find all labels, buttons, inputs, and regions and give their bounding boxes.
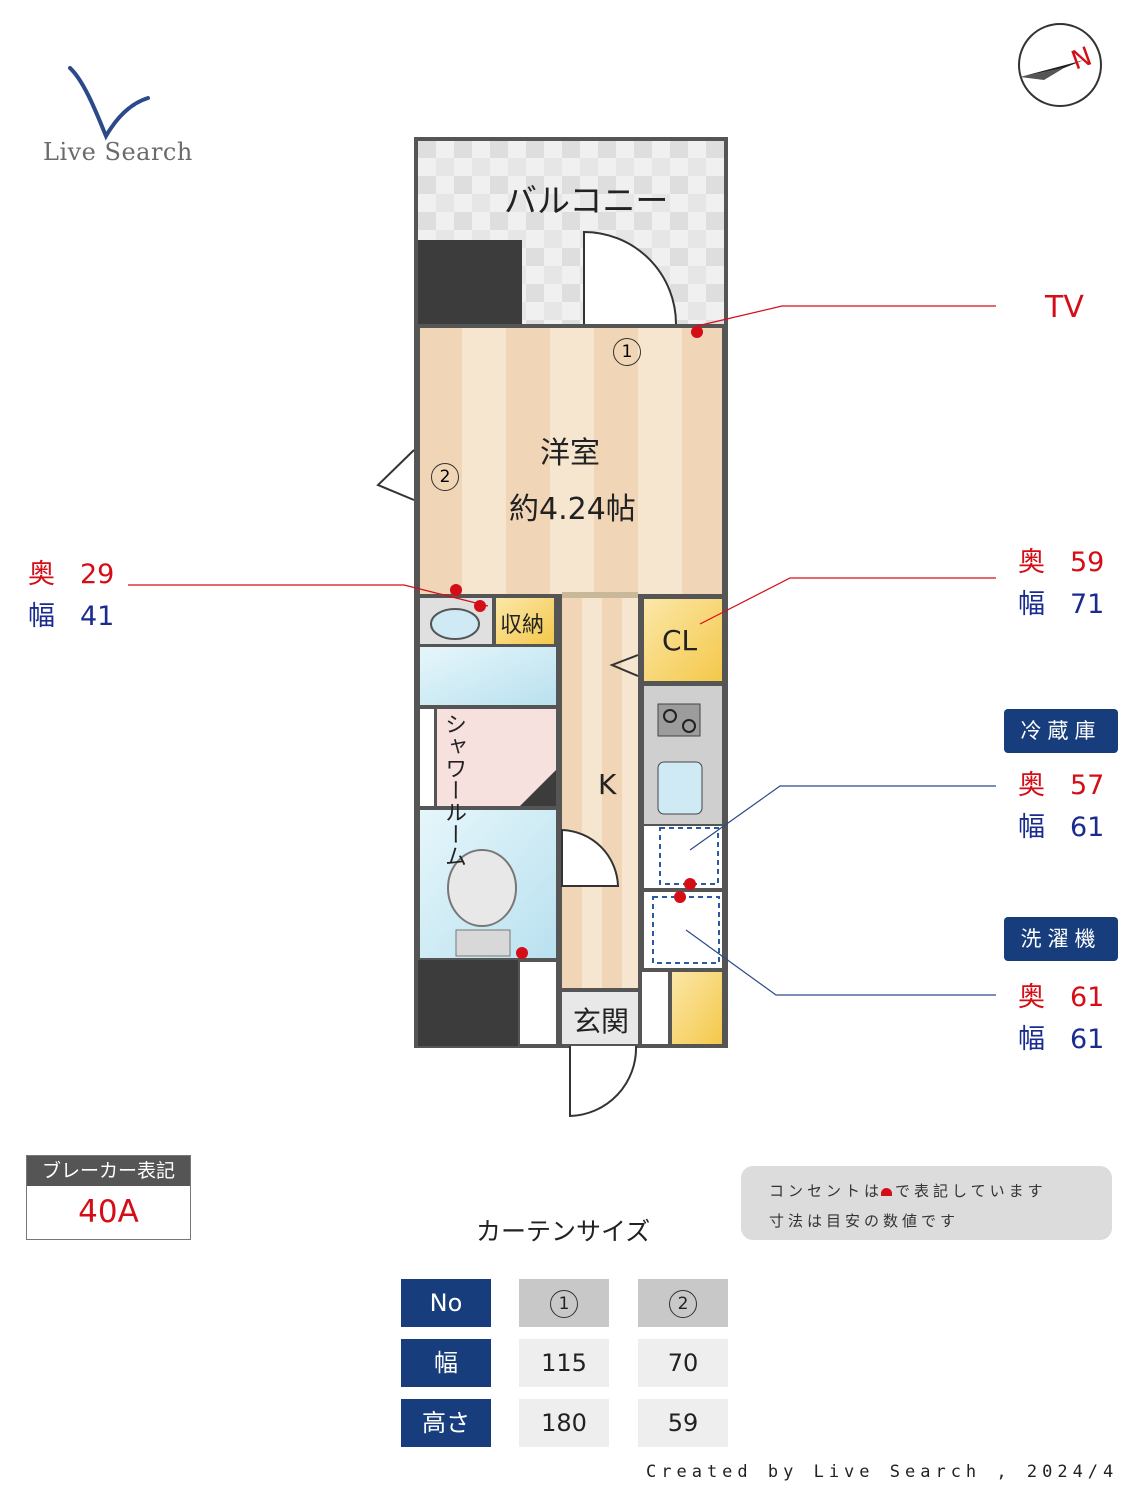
note-line2: 寸法は目安の数値です bbox=[769, 1212, 960, 1230]
curtain-title: カーテンサイズ bbox=[476, 1217, 651, 1246]
note-line1b: で表記しています bbox=[895, 1182, 1047, 1200]
breaker-box: ブレーカー表記 40A bbox=[26, 1155, 191, 1240]
storage-label: 収納 bbox=[500, 613, 545, 638]
curtain-col1-width: 115 bbox=[519, 1339, 609, 1387]
curtain-col2-no: 2 bbox=[638, 1279, 728, 1327]
tv-label: TV bbox=[1045, 290, 1084, 325]
balcony-label: バルコニー bbox=[504, 181, 669, 220]
closet-label: CL bbox=[662, 624, 698, 657]
floor-plan bbox=[128, 137, 996, 1118]
note-line1: コンセントは bbox=[769, 1182, 884, 1200]
western-room-label: 洋室 bbox=[540, 436, 600, 471]
window-marker-1: 1 bbox=[613, 338, 641, 366]
kitchen-label: K bbox=[598, 768, 617, 801]
outlet-legend-icon bbox=[881, 1188, 893, 1196]
legend-note: コンセントはで表記しています 寸法は目安の数値です bbox=[741, 1166, 1112, 1240]
curtain-col2-width: 70 bbox=[638, 1339, 728, 1387]
curtain-col2-height: 59 bbox=[638, 1399, 728, 1447]
breaker-label: ブレーカー表記 bbox=[27, 1156, 190, 1186]
footer-credit: Created by Live Search , 2024/4 bbox=[646, 1462, 1119, 1482]
logo-mark bbox=[68, 66, 150, 141]
western-room-size: 約4.24帖 bbox=[509, 492, 636, 527]
compass-icon bbox=[1018, 23, 1102, 107]
curtain-row-header-width: 幅 bbox=[401, 1339, 491, 1387]
curtain-row-header-no: No bbox=[401, 1279, 491, 1327]
curtain-col1-no: 1 bbox=[519, 1279, 609, 1327]
curtain-row-header-height: 高さ bbox=[401, 1399, 491, 1447]
washer-badge: 洗濯機 bbox=[1004, 917, 1118, 961]
shower-room-label: シャワールーム bbox=[441, 713, 466, 867]
fridge-badge: 冷蔵庫 bbox=[1004, 709, 1118, 753]
curtain-col1-height: 180 bbox=[519, 1399, 609, 1447]
logo-text: Live Search bbox=[43, 138, 193, 166]
window-marker-2: 2 bbox=[431, 463, 459, 491]
breaker-value: 40A bbox=[78, 1194, 139, 1230]
entrance-label: 玄関 bbox=[573, 1005, 630, 1038]
